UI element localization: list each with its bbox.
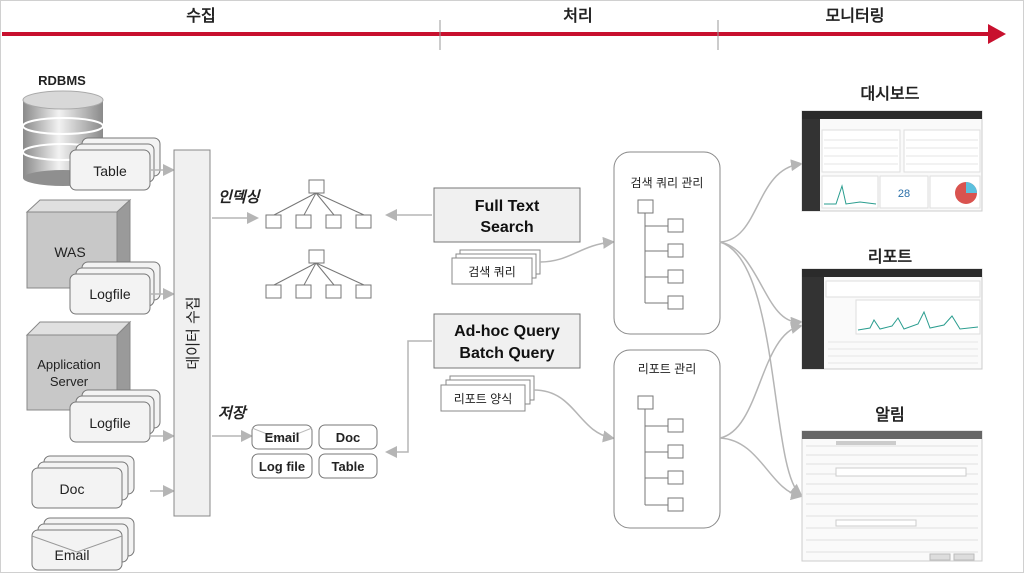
collector-label: 데이터 수집 [185, 296, 202, 369]
report-form-stack: 리포트 양식 [440, 375, 535, 412]
phase-process: 처리 [563, 7, 592, 25]
email-source: Email [31, 517, 135, 571]
was-source: WAS Logfile [25, 198, 161, 315]
fulltext-line1: Full Text [475, 198, 540, 215]
search-mgmt-box [613, 151, 721, 335]
storage-table [318, 453, 378, 479]
output-arrows [719, 159, 803, 501]
report-thumbnail [801, 268, 983, 370]
hierarchy-icon [637, 199, 684, 310]
doc-box [31, 467, 123, 509]
hierarchy-icon [637, 395, 684, 512]
rdbms-label: RDBMS [38, 73, 86, 88]
logfile-box [69, 401, 151, 443]
report-mgmt-box [613, 349, 721, 529]
storage-logfile-label: Log file [259, 459, 305, 474]
table-label: Table [93, 163, 127, 179]
search-query-label: 검색 쿼리 [468, 265, 516, 279]
collector-box [173, 149, 211, 517]
email-box [31, 529, 123, 571]
app-server-label-line1: Application [37, 357, 101, 372]
report-form-box [440, 384, 526, 412]
search-mgmt-label: 검색 쿼리 관리 [631, 176, 704, 190]
source-arrows [150, 164, 175, 497]
alert-title: 알림 [875, 405, 904, 424]
dashboard-thumbnail: 28 [801, 110, 983, 212]
dashboard-metric: 28 [898, 188, 910, 200]
report-form-label: 리포트 양식 [454, 392, 513, 406]
app-server-source: Application Server Logfile [25, 320, 161, 443]
storage-logfile [251, 453, 313, 479]
indexing-label: 인덱싱 [218, 189, 262, 206]
storage-grid: Email Doc Log file Table [251, 424, 378, 479]
search-mgmt-panel: 검색 쿼리 관리 [613, 151, 721, 335]
report-mgmt-panel: 리포트 관리 [613, 349, 721, 529]
search-query-stack: 검색 쿼리 [451, 249, 541, 285]
adhoc-line1: Ad-hoc Query [454, 323, 560, 340]
search-query-box [451, 257, 533, 285]
storage-doc-label: Doc [336, 430, 361, 445]
phase-monitor: 모니터링 [826, 6, 885, 25]
logfile-label: Logfile [89, 286, 130, 302]
was-label: WAS [54, 244, 85, 260]
storage-doc [318, 424, 378, 450]
doc-label: Doc [60, 481, 85, 497]
alert-thumbnail [801, 430, 983, 562]
adhoc-line2: Batch Query [459, 345, 554, 362]
fulltext-box [433, 187, 581, 243]
logfile-label: Logfile [89, 415, 130, 431]
fulltext-search-engine: Full Text Search [433, 187, 581, 243]
storage-label: 저장 [218, 405, 248, 422]
storage-email-label: Email [265, 430, 300, 445]
report-title: 리포트 [868, 248, 912, 266]
email-label: Email [54, 547, 89, 563]
index-tree-icon [265, 179, 372, 229]
doc-source: Doc [31, 455, 135, 509]
collector-bar: 데이터 수집 [173, 149, 211, 517]
index-tree-icon [265, 249, 372, 299]
app-server-label-line2: Server [50, 374, 89, 389]
report-mgmt-label: 리포트 관리 [638, 362, 697, 376]
rdbms-source: RDBMS Table [22, 73, 161, 191]
fulltext-line2: Search [480, 219, 533, 236]
phase-collect: 수집 [186, 6, 215, 25]
storage-email [251, 424, 313, 450]
phase-arrow-head [988, 24, 1006, 44]
adhoc-box [433, 313, 581, 369]
envelope-icon [31, 535, 123, 553]
phase-header: 수집 처리 모니터링 [2, 6, 1006, 50]
adhoc-query-engine: Ad-hoc Query Batch Query [433, 313, 581, 369]
storage-table-label: Table [332, 459, 365, 474]
dashboard-title: 대시보드 [861, 85, 920, 103]
database-icon [22, 90, 104, 186]
